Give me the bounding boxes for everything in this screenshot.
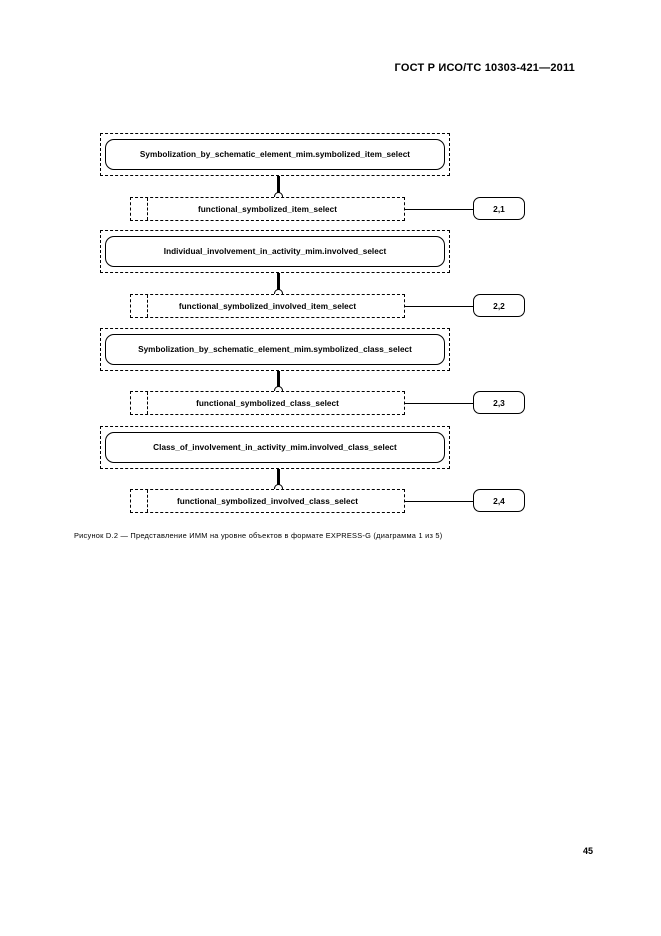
express-g-diagram: Symbolization_by_schematic_element_mim.s… [100,133,525,513]
page-reference-line [405,403,473,404]
interface-divider [147,392,148,414]
page-number: 45 [582,846,593,856]
select-type-label: functional_symbolized_involved_item_sele… [178,301,357,311]
relationship-line [277,469,280,490]
select-type-box[interactable]: functional_symbolized_involved_class_sel… [130,489,405,513]
schema-frame [100,133,450,176]
relationship-line [277,371,280,392]
page-reference-box[interactable]: 2,4 [470,486,525,512]
select-type-label: functional_symbolized_item_select [197,204,338,214]
select-type-box[interactable]: functional_symbolized_item_select [130,197,405,221]
entity-box[interactable]: Individual_involvement_in_activity_mim.i… [105,236,445,267]
relationship-line [277,273,280,294]
page-reference-line [405,306,473,307]
schema-frame [100,328,450,371]
entity-label: Individual_involvement_in_activity_mim.i… [163,247,387,256]
figure-caption: Рисунок D.2 — Представление ИММ на уровн… [74,531,443,540]
entity-box[interactable]: Class_of_involvement_in_activity_mim.inv… [105,432,445,463]
page-reference-box[interactable]: 2,1 [470,194,525,220]
entity-label: Symbolization_by_schematic_element_mim.s… [139,150,411,159]
interface-divider [147,490,148,512]
interface-divider [147,295,148,317]
page-reference-label: 2,3 [493,397,505,408]
entity-box[interactable]: Symbolization_by_schematic_element_mim.s… [105,139,445,170]
entity-label: Symbolization_by_schematic_element_mim.s… [138,345,412,354]
page-reference-label: 2,1 [493,203,505,214]
schema-frame [100,230,450,273]
page-reference-box[interactable]: 2,3 [470,388,525,414]
select-type-label: functional_symbolized_involved_class_sel… [177,496,358,506]
page-reference-line [405,501,473,502]
entity-label: Class_of_involvement_in_activity_mim.inv… [153,443,397,452]
entity-box[interactable]: Symbolization_by_schematic_element_mim.s… [105,334,445,365]
page-reference-label: 2,2 [493,300,505,311]
page-reference-label: 2,4 [493,495,505,506]
interface-divider [147,198,148,220]
select-type-box[interactable]: functional_symbolized_class_select [130,391,405,415]
select-type-box[interactable]: functional_symbolized_involved_item_sele… [130,294,405,318]
page-reference-box[interactable]: 2,2 [470,291,525,317]
page-reference-line [405,209,473,210]
document-header: ГОСТ Р ИСО/ТС 10303-421—2011 [394,62,575,74]
relationship-line [277,176,280,197]
schema-frame [100,426,450,469]
select-type-label: functional_symbolized_class_select [196,398,339,408]
